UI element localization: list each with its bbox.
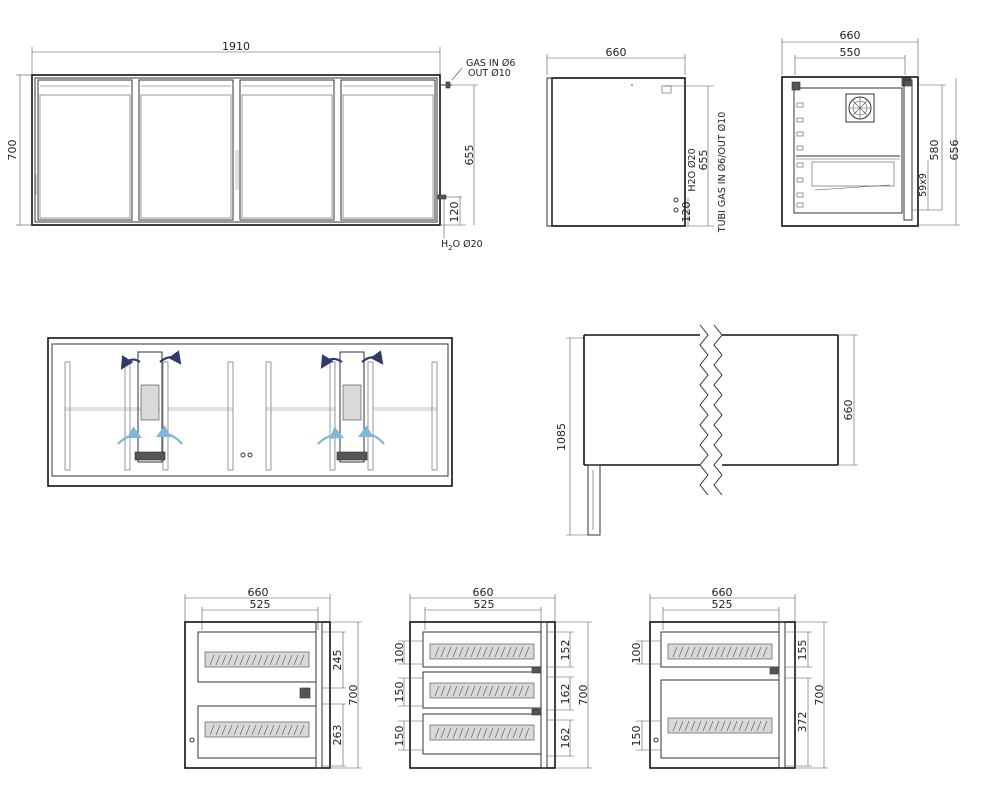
dc2-660-label: 660	[473, 586, 494, 599]
front-cabinet-body	[31, 74, 441, 226]
dc3-700-label: 700	[813, 685, 826, 706]
dc2-right-1: 162	[559, 684, 572, 705]
rear-cabinet-body	[47, 337, 453, 487]
break-line-right	[713, 324, 723, 496]
side-view: 660 655 120 H2O Ø20 TUBI GAS IN Ø6/OUT Ø…	[546, 46, 728, 233]
side-gas-label: TUBI GAS IN Ø6/OUT Ø10	[717, 112, 728, 233]
dc3-660-label: 660	[712, 586, 733, 599]
front-height-label: 700	[6, 140, 19, 161]
break-line-left	[699, 324, 709, 496]
rear-view	[47, 337, 453, 487]
gas-in-label: GAS IN Ø6	[466, 58, 515, 69]
drawer-config-2: 660 525 152 162 162 700	[393, 586, 592, 769]
section-view: 660 550 580	[781, 29, 961, 227]
airflow-in-right-icon	[317, 425, 385, 445]
water-inlet-label: H2O Ø20	[441, 239, 483, 252]
dc2-left-2: 150	[393, 726, 406, 747]
dc1-right-1: 263	[331, 725, 344, 746]
airflow-out-right-icon	[320, 350, 384, 369]
dc3-left-1: 150	[630, 726, 643, 747]
side-cabinet-body	[551, 77, 686, 227]
front-655-label: 655	[463, 145, 476, 166]
dc1-525-label: 525	[250, 598, 271, 611]
dc2-left-0: 100	[393, 643, 406, 664]
front-doors	[37, 79, 436, 221]
front-view: 1910 700	[6, 40, 515, 252]
side-h2o-label: H2O Ø20	[687, 148, 698, 191]
airflow-in-left-icon	[117, 425, 183, 445]
dc3-left-0: 100	[630, 643, 643, 664]
airflow-out-left-icon	[120, 350, 182, 370]
front-width-label: 1910	[222, 40, 250, 53]
dc2-525-label: 525	[474, 598, 495, 611]
compressor-column-right	[336, 351, 368, 463]
dc2-700-label: 700	[577, 685, 590, 706]
section-cabinet-body	[781, 76, 919, 227]
side-655-label: 655	[697, 150, 710, 171]
dc1-right-0: 245	[331, 650, 344, 671]
plan-view: 1085 660	[555, 324, 858, 536]
dc3-right-0: 155	[796, 640, 809, 661]
drawer-config-1: 660 525 245 263 700	[184, 586, 362, 769]
compressor-column-left	[134, 351, 166, 463]
dc3-right-1: 372	[796, 712, 809, 733]
side-120-label: 120	[680, 202, 693, 223]
dc2-right-0: 152	[559, 640, 572, 661]
dc2-left-1: 150	[393, 682, 406, 703]
dc3-525-label: 525	[712, 598, 733, 611]
section-656-label: 656	[948, 140, 961, 161]
section-slot-label: 59x9	[918, 173, 929, 197]
plan-660-label: 660	[842, 400, 855, 421]
section-550-label: 550	[840, 46, 861, 59]
gas-out-label: OUT Ø10	[468, 68, 511, 79]
section-580-label: 580	[928, 140, 941, 161]
section-660-label: 660	[840, 29, 861, 42]
dc2-right-2: 162	[559, 728, 572, 749]
plan-1085-label: 1085	[555, 423, 568, 451]
dc1-700-label: 700	[347, 685, 360, 706]
drawer-config-3: 660 525 155 372 700 100 150	[630, 586, 828, 769]
side-width-label: 660	[606, 46, 627, 59]
front-120-label: 120	[448, 202, 461, 223]
dc1-660-label: 660	[248, 586, 269, 599]
fan-icon	[845, 93, 875, 123]
